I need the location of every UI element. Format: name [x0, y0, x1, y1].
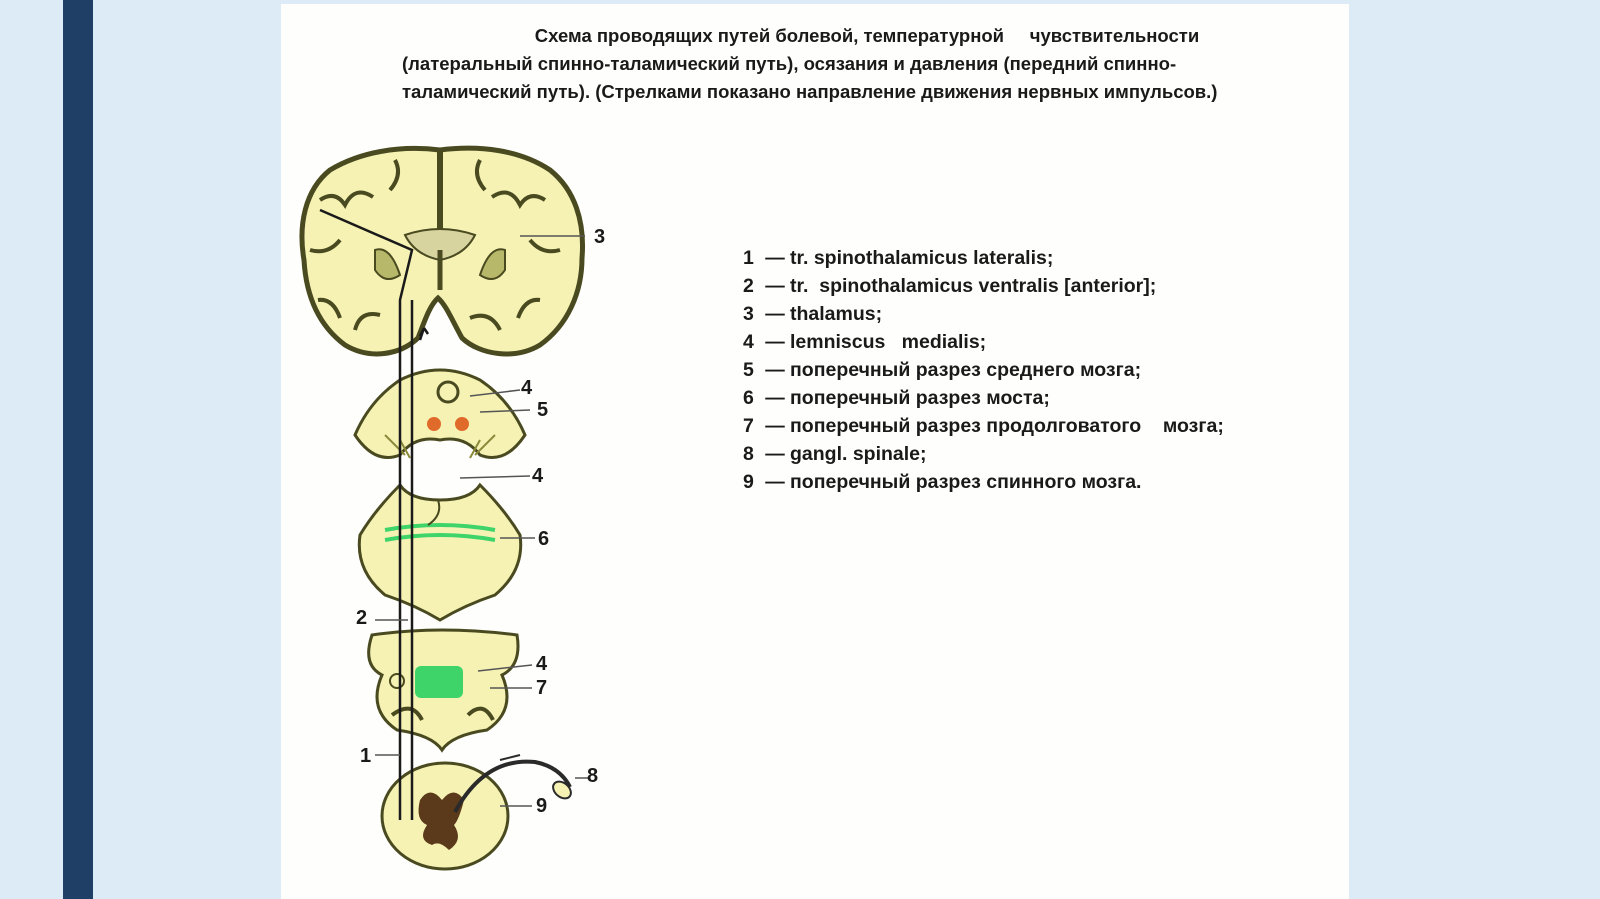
legend-item: 3—thalamus;	[743, 300, 1363, 328]
callout-label: 9	[536, 795, 547, 817]
legend-text: поперечный разрез продолговатого мозга;	[790, 415, 1224, 437]
thalamus	[403, 228, 477, 262]
caption-line: Схема проводящих путей болевой, температ…	[534, 25, 1200, 46]
legend-item: 6—поперечный разрез моста;	[743, 384, 1363, 412]
callout-label: 4	[536, 653, 548, 675]
legend-text: tr. spinothalamicus lateralis;	[790, 247, 1054, 269]
legend-text: поперечный разрез спинного мозга.	[790, 471, 1142, 493]
red-nucleus	[455, 417, 469, 431]
legend-text: thalamus;	[790, 303, 883, 325]
legend-item: 1—tr. spinothalamicus lateralis;	[743, 244, 1363, 272]
legend-item: 8—gangl. spinale;	[743, 440, 1363, 468]
internal-capsule	[374, 248, 506, 280]
brain-coronal-section	[299, 145, 585, 357]
red-nucleus	[427, 417, 441, 431]
midbrain-section	[353, 368, 527, 459]
medulla-section	[367, 628, 520, 753]
legend-text: поперечный разрез среднего мозга;	[790, 359, 1142, 381]
legend-item: 4—lemniscus medialis;	[743, 328, 1363, 356]
spinal-ganglion	[453, 754, 572, 813]
leader-lines	[375, 235, 588, 807]
callout-label: 6	[538, 528, 549, 550]
medial-lemniscus	[415, 666, 463, 698]
legend-item: 7—поперечный разрез продолговатого мозга…	[743, 412, 1363, 440]
cortex-gyri	[309, 159, 561, 331]
legend-item: 9—поперечный разрез спинного мозга.	[743, 468, 1363, 496]
callout-label: 3	[594, 226, 605, 248]
pons-section	[357, 482, 523, 622]
legend-text: tr. spinothalamicus ventralis [anterior]…	[790, 275, 1157, 297]
callout-label: 2	[356, 607, 367, 629]
pathway-lines	[319, 208, 430, 820]
callout-label: 5	[537, 399, 548, 421]
caption-line: (латеральный спинно-таламический путь), …	[402, 53, 1177, 74]
impulse-arrow	[418, 327, 430, 341]
legend: 1—tr. spinothalamicus lateralis; 2—tr. s…	[743, 244, 1363, 496]
diagram-caption: Схема проводящих путей болевой, температ…	[402, 22, 1312, 106]
legend-text: поперечный разрез моста;	[790, 387, 1050, 409]
accent-bar	[63, 0, 93, 899]
legend-text: gangl. spinale;	[790, 443, 927, 465]
callout-label: 1	[360, 745, 371, 767]
callout-label: 8	[587, 765, 598, 787]
legend-item: 2—tr. spinothalamicus ventralis [anterio…	[743, 272, 1363, 300]
caption-line: таламический путь). (Стрелками показано …	[402, 81, 1218, 102]
callout-label: 4	[521, 377, 533, 399]
callout-label: 4	[532, 465, 544, 487]
legend-item: 5—поперечный разрез среднего мозга;	[743, 356, 1363, 384]
spinal-cord-section	[380, 761, 510, 871]
callout-label: 7	[536, 677, 547, 699]
legend-text: lemniscus medialis;	[790, 331, 987, 353]
